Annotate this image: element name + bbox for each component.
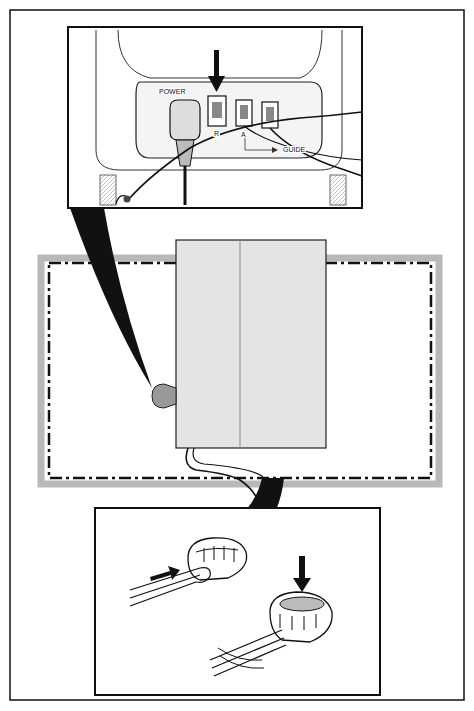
power-plug: [176, 140, 194, 166]
guide-wire: [270, 128, 362, 176]
station-housing: [96, 30, 342, 170]
port-label: GUIDE: [282, 146, 306, 153]
socket-pin: [266, 107, 274, 121]
port-panel: [136, 82, 322, 158]
detail-inset: [95, 508, 380, 695]
guide-wire: [128, 112, 362, 200]
outer-frame: [10, 10, 464, 700]
guide-wire: [244, 126, 362, 160]
socket: [208, 96, 226, 126]
power-cable: [184, 166, 187, 205]
callout-wedge: [246, 478, 284, 510]
port-label: POWER: [158, 88, 186, 95]
plate-seam: [240, 240, 241, 448]
wire-coupler: [210, 556, 332, 676]
power-connector: [152, 384, 176, 408]
charging-plate: [176, 240, 326, 448]
callout-wedge: [70, 208, 152, 388]
detail-inset: [68, 27, 362, 208]
arrow-head: [272, 147, 278, 153]
insert-arrow: [208, 50, 225, 92]
port-label: R: [213, 130, 220, 137]
guide-wire: [193, 448, 268, 500]
guide-wire: [186, 448, 258, 500]
port-label: A: [240, 131, 247, 138]
socket-pin: [240, 105, 248, 119]
housing-foot: [330, 175, 346, 205]
socket: [262, 102, 278, 128]
wire-connector: [124, 196, 131, 203]
wire-coupler: [130, 538, 247, 606]
housing-foot: [100, 175, 116, 205]
station-housing: [118, 30, 322, 78]
power-plug: [170, 100, 200, 140]
socket: [236, 100, 252, 126]
socket-pin: [212, 102, 222, 118]
